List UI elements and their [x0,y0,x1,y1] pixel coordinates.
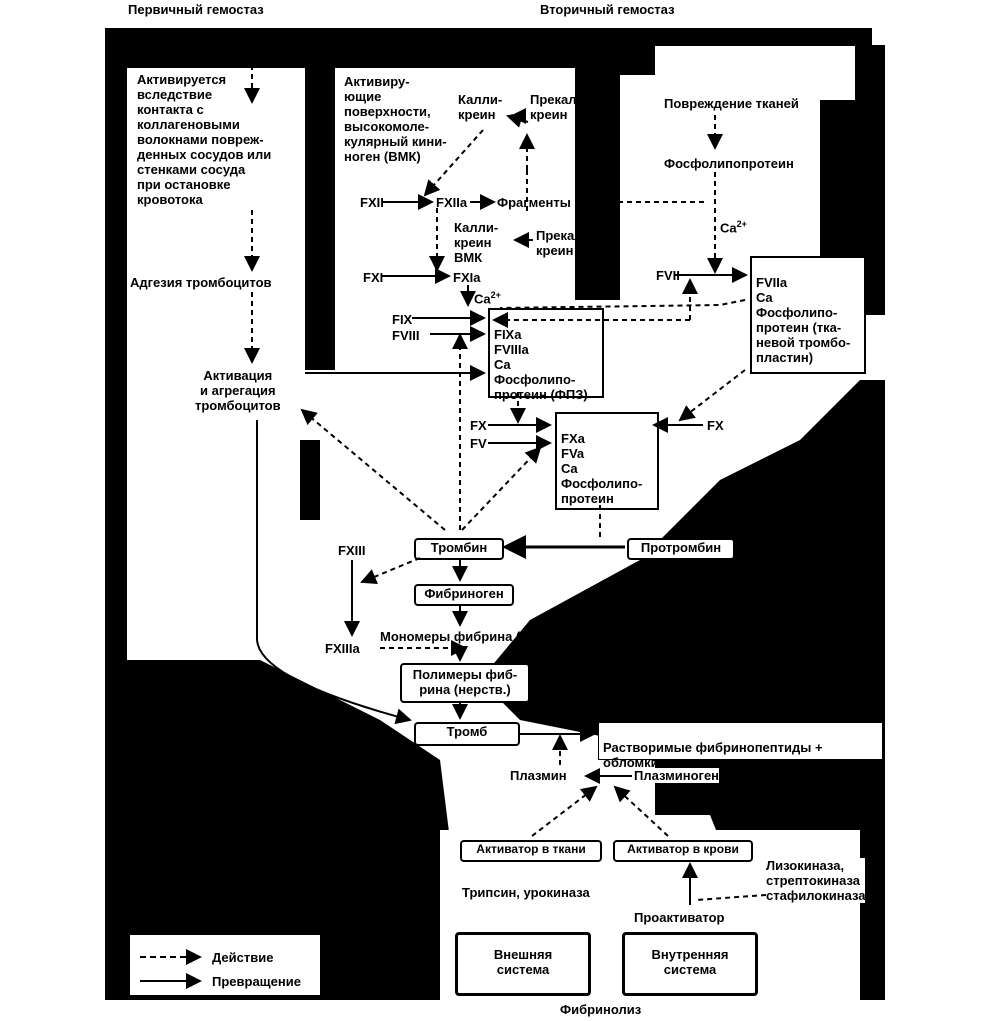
plasmin-label: Плазмин [510,768,567,783]
legend-conversion-label: Превращение [212,974,301,989]
activating-surfaces-text: Активиру- ющие поверхности, высокомоле- … [344,74,447,164]
tissue-damage-label: Повреждение тканей [664,96,799,111]
external-system-box: Внешняя система [455,932,591,996]
fxia-label: FXIa [453,270,481,285]
fpz-complex-text: FIXa FVIIIa Ca Фосфолипо- протеин (ФПЗ) [494,327,588,402]
fibrinopeptides-box: Растворимые фибринопептиды + обломки кле… [598,722,883,770]
background-shape [620,45,655,75]
legend-action-label: Действие [212,950,274,965]
fxa-complex-box: FXa FVa Ca Фосфолипо- протеин [555,412,659,510]
background-shape [572,28,872,46]
internal-system-text: Внутренняя система [651,947,729,977]
fxii-label: FXII [360,195,384,210]
legend-panel [130,935,320,995]
title-primary-hemostasis: Первичный гемостаз [128,2,264,17]
fxiia-label: FXIIa [436,195,468,210]
fxiii-label: FXIII [338,543,366,558]
prekallikrein-label: Прекалли- креин [530,92,598,122]
proactivator-label: Проактиватор [634,910,725,925]
thrombus-box: Тромб [414,722,520,746]
internal-system-box: Внутренняя система [622,932,758,996]
ca-label-extrinsic: Ca2+ [720,219,747,236]
phospholipoprotein-label: Фосфолипопротеин [664,156,794,171]
plasminogen-label: Плазминоген [634,768,720,783]
fix-label: FIX [392,312,413,327]
fibrin-polymers-box: Полимеры фиб- рина (нерств.) [400,663,530,703]
external-system-text: Внешняя система [493,947,553,977]
kinases-label: Лизокиназа, стрептокиназа стафилокиназа [766,858,866,903]
fxa-complex-text: FXa FVa Ca Фосфолипо- протеин [561,431,643,506]
fibrin-monomers-label: Мономеры фибрина (растворимые) [380,629,613,644]
background-shape [305,65,335,370]
fxi-label: FXI [363,270,384,285]
background-shape [105,28,127,668]
fibrinopeptides-text: Растворимые фибринопептиды + обломки кле… [603,740,823,770]
kallikrein-vmk-label: Калли- креин ВМК [454,220,499,265]
blood-activator-box: Активатор в крови [613,840,753,862]
fv-label: FV [470,436,487,451]
fxiiia-label: FXIIIa [325,641,360,656]
fx-left-label: FX [470,418,487,433]
tissue-activator-box: Активатор в ткани [460,840,602,862]
prekallikrein-label-2: Прекалли- креин [536,228,604,258]
title-secondary-hemostasis: Вторичный гемостаз [540,2,675,17]
fvii-label: FVII [656,268,680,283]
trypsin-urokinase-label: Трипсин, урокиназа [462,885,590,900]
adhesion-label: Адгезия тромбоцитов [130,275,272,290]
fibrin-polymers-text: Полимеры фиб- рина (нерств.) [412,667,518,697]
primary-contact-text: Активируется вследствие контакта с колла… [137,72,272,207]
background-shape [575,45,620,300]
title-fibrinolysis: Фибринолиз [560,1002,642,1017]
kallikrein-label: Калли- креин [458,92,503,122]
fx-right-label: FX [707,418,724,433]
background-shape [105,28,575,68]
background-shape [820,100,860,260]
fibrinogen-box: Фибриноген [414,584,514,606]
tissue-thromboplastin-text: FVIIa Ca Фосфолипо- протеин (тка- невой … [756,275,851,365]
activation-label: Активация и агрегация тромбоцитов [195,368,281,413]
fviii-label: FVIII [392,328,420,343]
tissue-thromboplastin-box: FVIIa Ca Фосфолипо- протеин (тка- невой … [750,256,866,374]
fragments-fxii-label: Фрагменты FXII [497,195,599,210]
prothrombin-box: Протромбин [627,538,735,560]
ca-label-intrinsic: Ca2+ [474,290,501,307]
